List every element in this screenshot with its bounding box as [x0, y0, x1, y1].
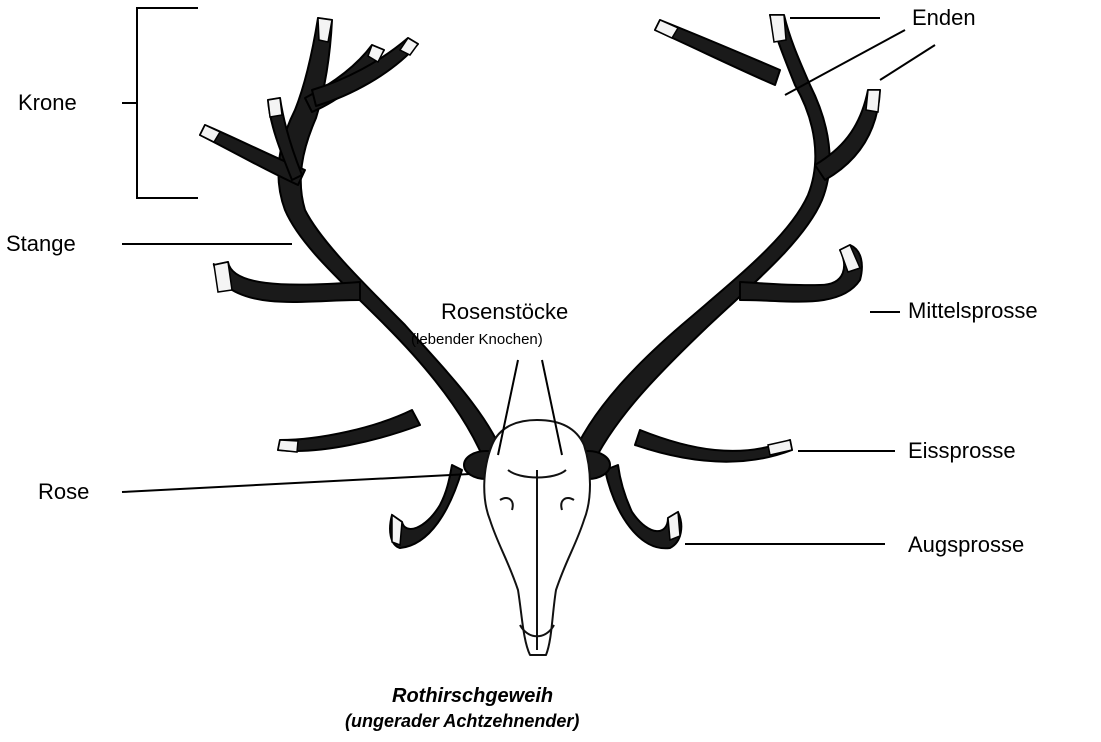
- right-main-beam: [570, 15, 830, 470]
- label-stange: Stange: [6, 233, 76, 255]
- skull: [484, 420, 590, 655]
- label-augsprosse: Augsprosse: [908, 534, 1024, 556]
- caption-title: Rothirschgeweih: [392, 686, 553, 706]
- label-mittelsprosse: Mittelsprosse: [908, 300, 1038, 322]
- label-rosenstoecke: Rosenstöcke: [441, 301, 568, 323]
- enden-line-2: [785, 30, 905, 95]
- caption-subtitle: (ungerader Achtzehnender): [345, 712, 579, 730]
- rose-line: [122, 474, 470, 492]
- label-krone: Krone: [18, 92, 77, 114]
- enden-line-3: [880, 45, 935, 80]
- label-eissprosse: Eissprosse: [908, 440, 1016, 462]
- left-ice-tine: [278, 410, 420, 451]
- label-enden: Enden: [912, 7, 976, 29]
- left-main-beam: [278, 18, 506, 470]
- krone-bracket: [137, 8, 198, 198]
- label-rose: Rose: [38, 481, 89, 503]
- label-rosenstoecke-note: (lebender Knochen): [411, 332, 543, 347]
- right-antler: [566, 15, 880, 548]
- left-antler: [200, 18, 508, 548]
